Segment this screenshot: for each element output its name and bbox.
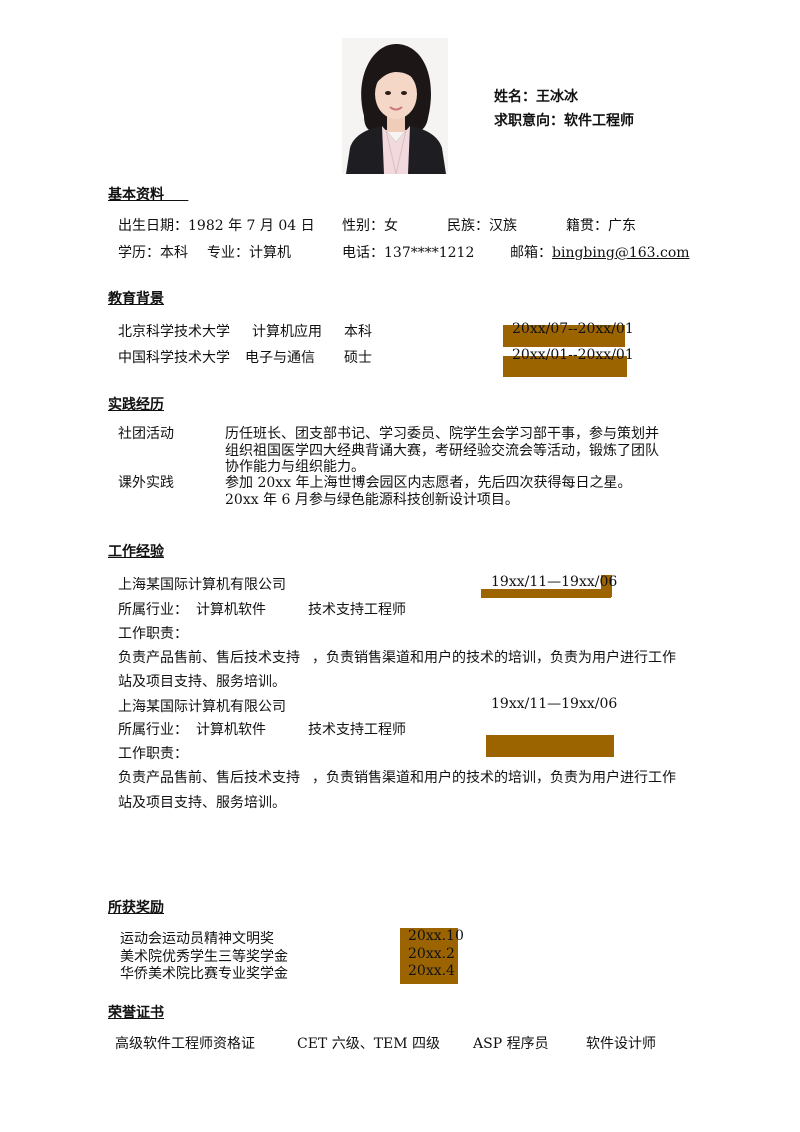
job-industry: 计算机软件 (196, 722, 266, 738)
job-period: 19xx/11—19xx/06 (491, 574, 618, 590)
job-duty-label: 工作职责： (118, 626, 188, 642)
edu-period: 20xx/01--20xx/01 (512, 347, 634, 363)
job-duty-line: 站及项目支持、服务培训。 (118, 795, 286, 811)
job-duty-line: 负责产品售前、售后技术支持 (118, 770, 300, 786)
name-line: 姓名：王冰冰 (494, 89, 578, 105)
job-duty-line: 负责产品售前、售后技术支持 (118, 650, 300, 666)
job-industry-label: 所属行业： (118, 722, 188, 738)
job-position: 技术支持工程师 (308, 722, 406, 738)
practice-line: 协作能力与组织能力。 (225, 459, 365, 475)
email-label: 邮箱： (510, 245, 552, 261)
job-industry: 计算机软件 (196, 602, 266, 618)
highlight-mark (503, 356, 627, 377)
gender: 性别：女 (342, 218, 398, 234)
practice-label: 社团活动 (118, 426, 174, 442)
section-title-education: 教育背景 (108, 291, 164, 307)
section-title-basic: 基本资料 (108, 187, 164, 203)
cert-item: 软件设计师 (586, 1036, 656, 1052)
edu-degree: 本科 (344, 324, 372, 340)
practice-line: 参加 20xx 年上海世博会园区内志愿者，先后四次获得每日之星。 (225, 475, 632, 491)
job-duty-line: ，负责销售渠道和用户的技术的培训，负责为用户进行工作 (312, 650, 676, 666)
cert-item: ASP 程序员 (473, 1036, 549, 1052)
highlight-mark (486, 735, 614, 757)
edu-major: 电子与通信 (245, 350, 315, 366)
job-industry-label: 所属行业： (118, 602, 188, 618)
practice-line: 20xx 年 6 月参与绿色能源科技创新设计项目。 (225, 492, 519, 508)
cert-item: CET 六级、TEM 四级 (297, 1036, 441, 1052)
job-duty-label: 工作职责： (118, 746, 188, 762)
section-title-practice: 实践经历 (108, 397, 164, 413)
practice-line: 历任班长、团支部书记、学习委员、院学生会学习部干事，参与策划并 (225, 426, 659, 442)
section-title-awards: 所获奖励 (108, 900, 164, 916)
edu-degree: 硕士 (344, 350, 372, 366)
section-title-work: 工作经验 (108, 544, 164, 560)
hometown: 籍贯：广东 (566, 218, 636, 234)
major: 专业：计算机 (207, 245, 291, 261)
highlight-mark (601, 575, 612, 597)
job-company: 上海某国际计算机有限公司 (118, 699, 286, 715)
job-position: 技术支持工程师 (308, 602, 406, 618)
award-name: 华侨美术院比赛专业奖学金 (120, 966, 288, 982)
award-date: 20xx.2 (408, 946, 455, 962)
edu-school: 中国科学技术大学 (118, 350, 230, 366)
birth-date: 出生日期：1982 年 7 月 04 日 (118, 218, 315, 234)
section-title-certs: 荣誉证书 (108, 1005, 164, 1021)
award-date: 20xx.4 (408, 963, 455, 979)
job-period: 19xx/11—19xx/06 (491, 696, 618, 712)
award-date: 20xx.10 (408, 928, 464, 944)
highlight-mark (481, 589, 611, 598)
edu-school: 北京科学技术大学 (118, 324, 230, 340)
job-company: 上海某国际计算机有限公司 (118, 577, 286, 593)
cert-item: 高级软件工程师资格证 (115, 1036, 255, 1052)
job-duty-line: ，负责销售渠道和用户的技术的培训，负责为用户进行工作 (312, 770, 676, 786)
education-degree: 学历：本科 (118, 245, 188, 261)
email-row: 邮箱：bingbing@163.com (510, 242, 690, 262)
practice-line: 组织祖国医学四大经典背诵大赛，考研经验交流会等活动，锻炼了团队 (225, 443, 659, 459)
email-link[interactable]: bingbing@163.com (552, 245, 690, 261)
ethnicity: 民族：汉族 (447, 218, 517, 234)
highlight-mark (400, 928, 458, 984)
award-name: 运动会运动员精神文明奖 (120, 931, 274, 947)
edu-period: 20xx/07--20xx/01 (512, 321, 634, 337)
highlight-mark (503, 325, 625, 347)
practice-label: 课外实践 (118, 475, 174, 491)
award-name: 美术院优秀学生三等奖学金 (120, 949, 288, 965)
phone: 电话：137****1212 (342, 245, 475, 261)
profile-photo (342, 38, 448, 174)
job-intent-line: 求职意向：软件工程师 (494, 113, 634, 129)
edu-major: 计算机应用 (252, 324, 322, 340)
job-duty-line: 站及项目支持、服务培训。 (118, 674, 286, 690)
